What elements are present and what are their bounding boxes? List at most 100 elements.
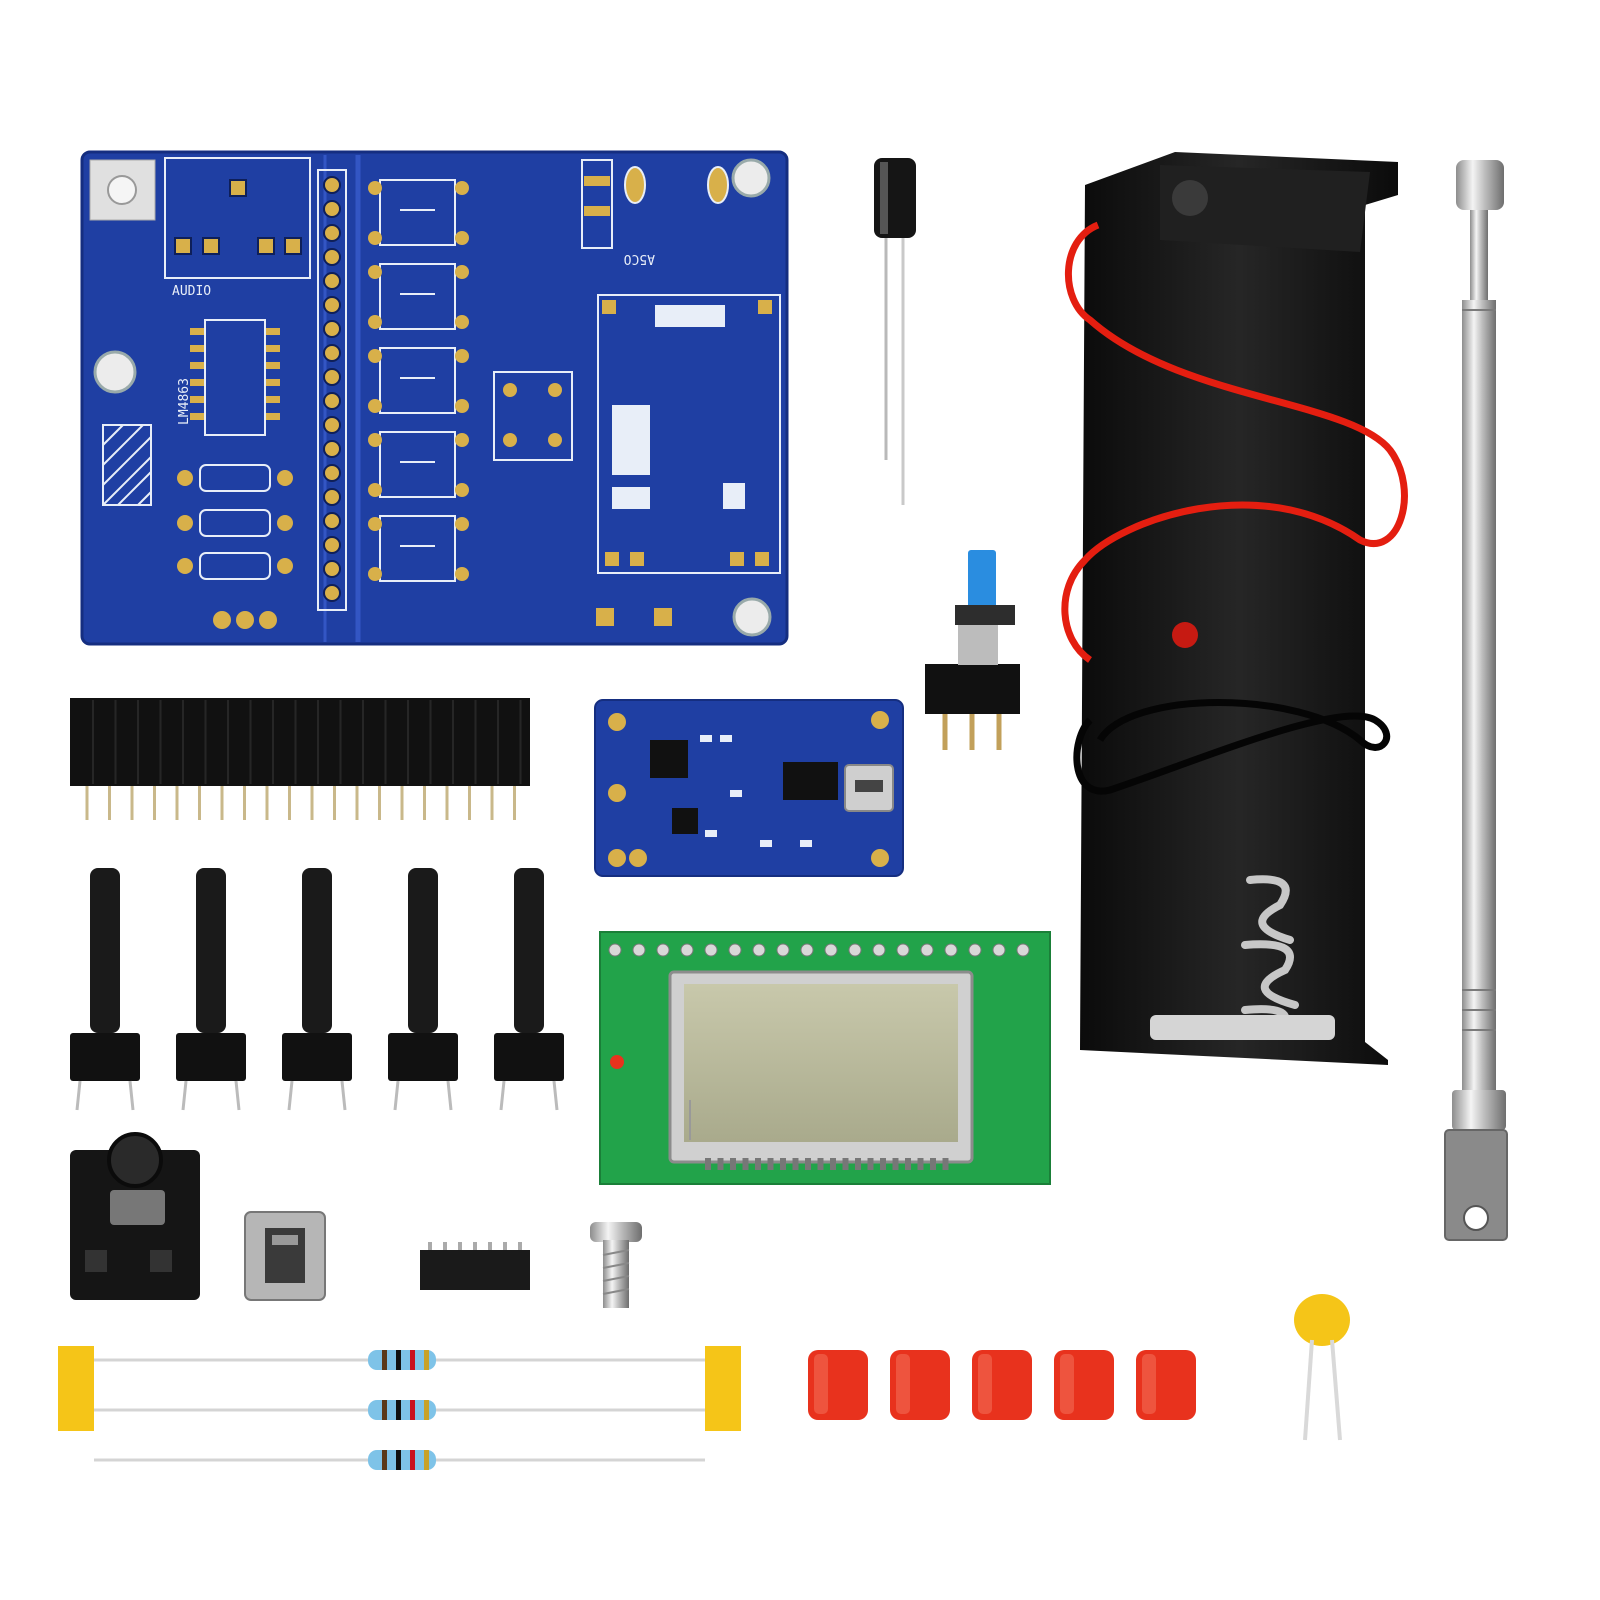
resistor-band — [424, 1350, 429, 1370]
pcb-silk-block — [723, 483, 745, 509]
battery-holder-body — [1080, 152, 1398, 1065]
lcd-pin — [848, 943, 862, 957]
lcd-pin — [968, 943, 982, 957]
pcb-header-pad — [323, 584, 341, 602]
charger-module — [594, 699, 904, 877]
switch-actuator — [968, 550, 996, 610]
button-base — [70, 1033, 140, 1081]
resistor-band — [396, 1450, 401, 1470]
lcd-pin — [920, 943, 934, 957]
button-leg — [552, 1080, 559, 1111]
pcb-oval-pad — [624, 166, 646, 204]
pcb-button-pad — [455, 315, 469, 329]
pcb-header-pad — [323, 344, 341, 362]
pcb-header-pad — [323, 560, 341, 578]
female-header — [70, 698, 530, 820]
jack-slot — [150, 1250, 172, 1272]
screw-head — [590, 1222, 642, 1242]
antenna-mount-bracket — [1444, 1129, 1508, 1241]
ceramic-cap-lead — [1330, 1339, 1342, 1441]
lcd-bottom-pin — [892, 1158, 899, 1170]
pcb-header-pad — [323, 464, 341, 482]
resistors — [94, 1350, 705, 1470]
lcd-bottom-pin — [780, 1158, 786, 1170]
pcb-header-pad-column — [323, 176, 341, 602]
pcb-button-pad — [455, 231, 469, 245]
battery-red-wire — [1061, 221, 1408, 663]
capacitor-stripe — [880, 162, 888, 234]
lcd-pin — [728, 943, 742, 957]
lcd-pin — [992, 943, 1006, 957]
battery-wire-hole — [1172, 622, 1198, 648]
screw — [590, 1222, 642, 1308]
charger-chip — [650, 740, 688, 778]
resistor-band — [410, 1450, 415, 1470]
button-leg — [75, 1080, 82, 1111]
resistor-band — [382, 1450, 387, 1470]
jack-contact — [110, 1190, 165, 1225]
header-ribs — [92, 700, 522, 784]
antenna-segment — [1470, 210, 1488, 300]
pcb-header-pad — [323, 224, 341, 242]
charger-ic — [783, 762, 838, 800]
button-leg — [234, 1080, 241, 1111]
antenna-tip — [1456, 160, 1504, 210]
button-leg — [393, 1080, 400, 1111]
jack-hatch — [102, 424, 152, 506]
lcd-pads — [602, 300, 772, 566]
lcd-bottom-pins — [705, 1158, 949, 1170]
battery-spring-top — [1172, 180, 1208, 216]
pcb-button-pad — [455, 483, 469, 497]
lcd-bottom-pin — [767, 1158, 774, 1170]
lcd-pin — [752, 943, 766, 957]
electrolytic-capacitor — [874, 158, 916, 505]
button-plunger — [302, 868, 332, 1033]
pcb-button-pad — [455, 349, 469, 363]
pcb-header-pad — [323, 416, 341, 434]
lcd-bottom-pin — [817, 1158, 824, 1170]
button-plunger — [514, 868, 544, 1033]
lcd-bottom-pin — [755, 1158, 761, 1170]
button-cap-highlight — [814, 1354, 828, 1414]
pcb-button-pad — [368, 231, 382, 245]
lcd-bottom-pin — [742, 1158, 749, 1170]
charger-transistor — [672, 808, 698, 834]
lcd-bottom-pin — [830, 1158, 836, 1170]
pcb-button-pad — [368, 567, 382, 581]
pcb-button-pad — [455, 567, 469, 581]
audio-module-pads — [174, 179, 302, 255]
button-base — [388, 1033, 458, 1081]
lcd-pin — [704, 943, 718, 957]
lcd-footprint — [597, 294, 781, 574]
slide-switch — [925, 550, 1020, 750]
battery-black-wire — [1073, 699, 1391, 795]
micro-usb-socket — [855, 780, 883, 792]
lcd-pin — [1016, 943, 1030, 957]
switch-frame — [958, 625, 998, 665]
mounting-hole — [731, 158, 771, 198]
resistor-band — [382, 1350, 387, 1370]
pcb-button-footprint — [379, 179, 456, 246]
pcb-header-pad — [323, 200, 341, 218]
lcd-bottom-pin — [930, 1158, 936, 1170]
ceramic-cap-lead — [1303, 1339, 1314, 1441]
button-caps — [808, 1350, 1196, 1420]
lcd-bottom-pin — [942, 1158, 949, 1170]
switch-top — [955, 605, 1015, 625]
metal-connector — [244, 1211, 326, 1301]
button-leg — [446, 1080, 453, 1111]
pcb-header-pad — [323, 296, 341, 314]
pcb-button-pad — [368, 517, 382, 531]
ic-pads — [190, 328, 280, 420]
button-cap-highlight — [896, 1354, 910, 1414]
lcd-pin — [872, 943, 886, 957]
resistor-strip — [58, 1346, 741, 1470]
main-pcb: AUDIO LM4863 — [80, 150, 789, 646]
pcb-button-pad — [368, 483, 382, 497]
lcd-pin — [800, 943, 814, 957]
pcb-button-pad — [455, 181, 469, 195]
lcd-pin — [656, 943, 670, 957]
pcb-oval-pad — [707, 166, 729, 204]
lcd-bottom-pin — [880, 1158, 886, 1170]
